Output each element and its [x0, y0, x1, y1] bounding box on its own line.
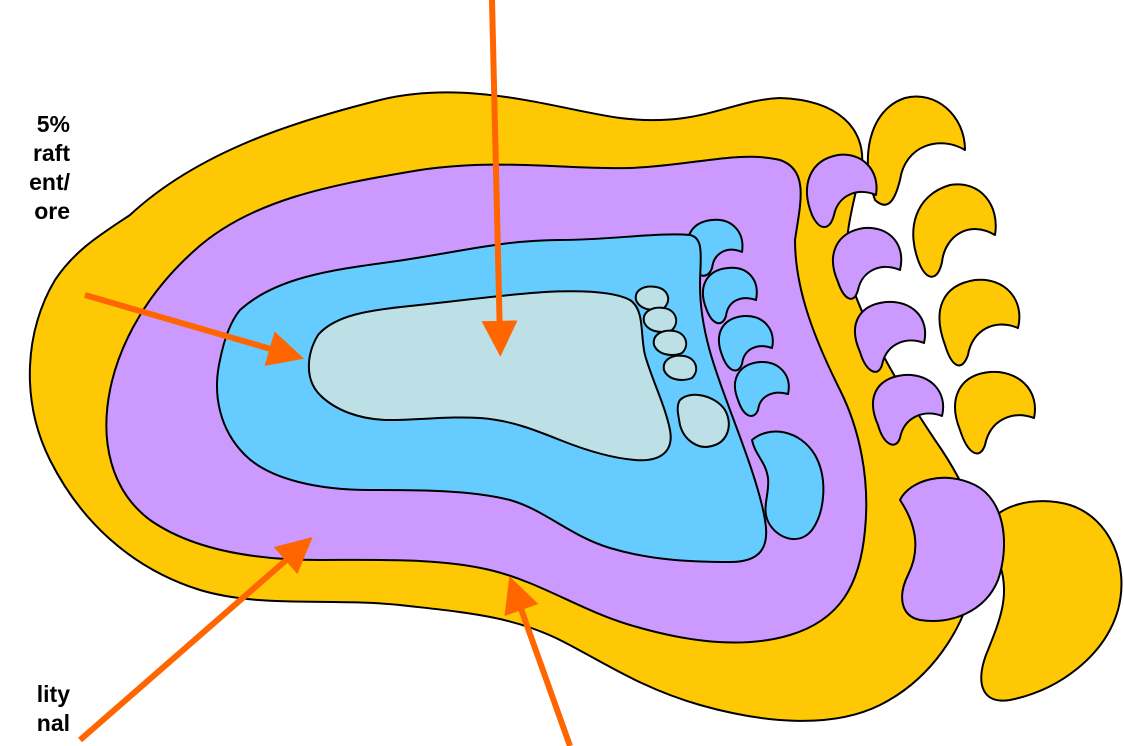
- core-toe-3: [654, 331, 686, 355]
- outer-toe-4: [955, 372, 1035, 454]
- middle-toe-5: [900, 478, 1004, 621]
- outer-toe-2: [913, 184, 996, 276]
- core-toe-4: [664, 356, 696, 380]
- outer-toe-3: [939, 280, 1019, 366]
- middle-toe-3: [855, 302, 925, 372]
- core-toe-2: [644, 308, 676, 332]
- middle-toe-2: [833, 228, 901, 299]
- core-toe-1: [636, 287, 668, 310]
